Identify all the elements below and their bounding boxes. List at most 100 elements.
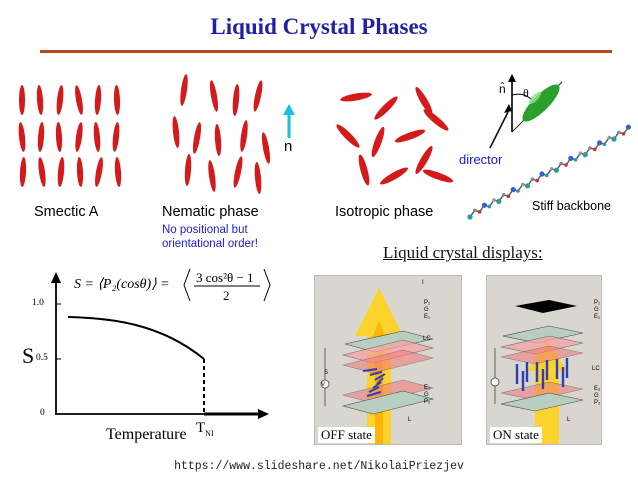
n-hat-arrow [508,74,516,82]
x-axis-arrow [258,409,269,419]
backbone-atom [607,135,611,140]
formula-lhs: S = ⟨P₂(cosθ)⟩ = [74,277,170,292]
smectic-molecule [75,85,83,115]
smectic-molecule [19,157,27,187]
formula-denominator: 2 [223,288,230,303]
smectic-molecules [18,85,122,187]
director-molecule [522,84,560,122]
smectic-molecule [112,122,120,152]
nematic-molecule [232,84,240,116]
lcd-on-illustration [490,300,584,444]
backbone-atom [477,210,482,214]
title-rule [40,50,612,53]
isotropic-label: Isotropic phase [335,204,434,220]
backbone-atom [553,167,560,173]
backbone-atom [602,142,607,146]
nematic-molecule [254,162,262,194]
smectic-molecule [19,85,25,115]
order-curve [67,316,205,360]
backbone-label: Stiff backbone [532,199,611,213]
nematic-molecule [209,80,219,112]
x-axis-label: Temperature [106,426,187,443]
tni-label: TNI [196,420,214,438]
lcd-off-panel [314,275,462,445]
off-layer-lc: LC [423,336,431,342]
on-black-polarizer [515,300,577,313]
isotropic-molecule [423,109,449,131]
smectic-molecule [38,157,46,187]
backbone-atom [617,130,621,135]
nematic-molecule [192,122,202,154]
n-hat-label: n̂ [499,82,506,96]
backbone-atom [539,171,545,177]
backbone-atom [501,193,506,197]
smectic-molecule [113,85,121,115]
isotropic-molecule [380,167,408,185]
theta-arc [511,93,533,101]
smectic-molecule [93,122,101,152]
nematic-molecule [253,80,263,112]
smectic-molecule [95,157,103,187]
on-layer-p1: P₁ [594,300,601,306]
source-url: https://www.slideshare.net/NikolaiPriezj… [174,460,464,473]
off-layer-v: V [321,382,326,388]
backbone-atom [625,124,632,130]
y-axis-arrow [51,272,61,283]
stiff-backbone-molecule [467,124,632,220]
backbone-atom [535,178,539,183]
off-layer-i: I [422,280,424,286]
backbone-atom [568,155,574,161]
lcd-heading: Liquid crystal displays: [383,243,543,262]
on-layer-g2: G [594,393,599,399]
on-layer-g1: G [594,307,599,313]
director-arrow-head [283,104,295,115]
isotropic-molecule [336,124,360,148]
smectic-molecule [76,157,84,187]
theta-label: θ [523,86,529,100]
backbone-atom [545,173,549,178]
backbone-atom [559,161,563,166]
backbone-atom [593,147,597,152]
on-layer-l: L [567,417,571,423]
nematic-molecule [214,124,222,156]
off-layer-e1: E₁ [424,314,431,320]
backbone-atom [597,140,603,146]
smectic-molecule [94,85,102,115]
isotropic-molecule [394,129,426,143]
isotropic-molecule [358,154,370,186]
off-layer-g2: G [424,392,429,398]
smectic-molecule [75,122,83,152]
nematic-note-2: orientational order! [162,238,258,250]
backbone-atom [582,152,588,158]
backbone-atom [549,167,554,171]
smectic-molecule [37,122,45,152]
isotropic-molecule [340,92,372,102]
nematic-molecule [184,154,192,186]
off-layer-e2: E₂ [424,385,431,391]
on-layer-e2: E₂ [594,386,601,392]
off-layer-p2: P₂ [424,399,431,405]
y-axis-label: S [22,343,35,368]
backbone-atom [530,177,535,181]
director-pointer-line [489,111,509,149]
isotropic-molecule [374,96,398,120]
backbone-atom [492,198,496,202]
backbone-atom [611,136,617,142]
backbone-atom [467,214,473,220]
nematic-molecule [233,156,243,188]
tick-05: 0.5 [36,353,48,363]
n-label: n [284,138,293,155]
nematic-molecule [240,120,248,152]
backbone-atom [588,146,592,150]
isotropic-molecules [336,87,454,186]
backbone-atom [473,208,477,213]
lcd-off-illustration [320,288,435,444]
smectic-molecule [114,157,122,187]
backbone-atom [487,204,492,209]
smectic-molecule [18,122,26,152]
backbone-atom [525,183,531,189]
formula-numerator: 3 cos²θ − 1 [196,270,254,285]
nematic-molecules [172,74,271,194]
backbone-atom [573,158,578,162]
director-label: director [459,152,503,167]
